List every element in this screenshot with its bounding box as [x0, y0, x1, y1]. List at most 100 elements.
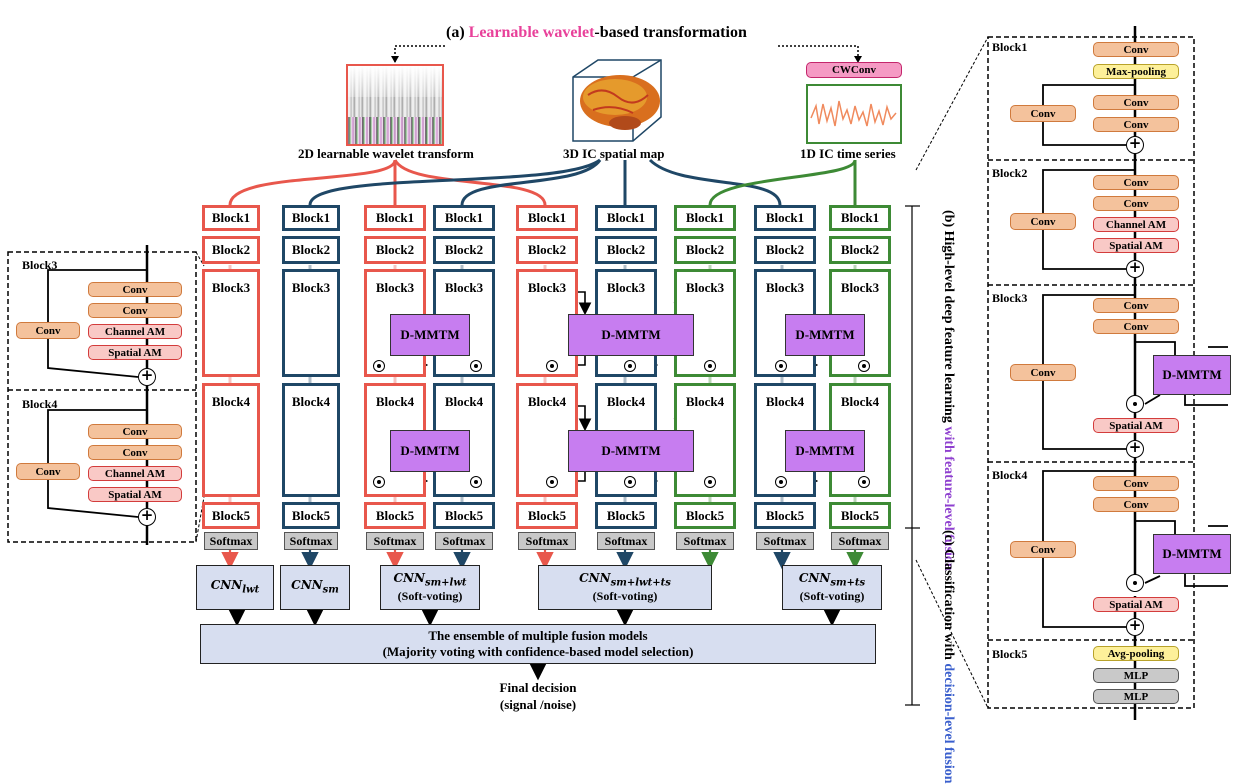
cnn-sm-ts-sub: sm+ts	[830, 576, 866, 588]
p3-sm-block1: Block1	[754, 205, 816, 231]
p3-sm-block5: Block5	[754, 502, 816, 529]
ensemble-box: The ensemble of multiple fusion models (…	[200, 624, 876, 664]
p1-sm-block1: Block1	[433, 205, 495, 231]
label-b-prefix: (b) High-level deep feature learning	[941, 210, 956, 423]
right-block5-label: Block5	[992, 647, 1028, 661]
mul-node	[704, 476, 716, 488]
p3-ts-block1: Block1	[829, 205, 891, 231]
left-b3-skip-conv: Conv	[16, 322, 80, 339]
right-b3-dmmtm: D-MMTM	[1153, 355, 1231, 395]
right-b4-conv2: Conv	[1093, 497, 1179, 512]
mul-node	[624, 360, 636, 372]
col-sm-block1: Block1	[282, 205, 340, 231]
right-b2-conv1: Conv	[1093, 175, 1179, 190]
ts-caption: 1D IC time series	[800, 146, 896, 161]
mul-node	[373, 360, 385, 372]
right-b2-skip-conv: Conv	[1010, 213, 1076, 230]
cnn-sm-lwt-ts-base: CNN	[579, 570, 611, 585]
p3-sm-block2: Block2	[754, 236, 816, 264]
col-lwt-block2: Block2	[202, 236, 260, 264]
p2-lwt-block5: Block5	[516, 502, 578, 529]
cnn-sm-lwt-note: (Soft-voting)	[397, 589, 463, 604]
final-line2: (signal /noise)	[499, 697, 577, 712]
label-c-prefix: (c) Classification with	[941, 530, 956, 660]
right-block1-label: Block1	[992, 40, 1028, 54]
p3-ts-block5: Block5	[829, 502, 891, 529]
right-b2-conv2: Conv	[1093, 196, 1179, 211]
p2-sm-softmax: Softmax	[597, 532, 655, 550]
left-b4-skip-conv: Conv	[16, 463, 80, 480]
mul-node	[546, 360, 558, 372]
title-prefix: (a)	[446, 24, 469, 41]
mul-node	[373, 476, 385, 488]
right-b1-skip-conv: Conv	[1010, 105, 1076, 122]
right-b5-mlp2: MLP	[1093, 689, 1179, 704]
label-b-suffix: with feature-level fusion	[941, 426, 956, 571]
p2-sm-block1: Block1	[595, 205, 657, 231]
right-block4-label: Block4	[992, 468, 1028, 482]
right-b3-spatial-am: Spatial AM	[1093, 418, 1179, 433]
title-highlight: Learnable wavelet	[468, 24, 595, 41]
right-b3-conv1: Conv	[1093, 298, 1179, 313]
col-lwt-block5: Block5	[202, 502, 260, 529]
label-c: (c) Classification with decision-level f…	[932, 530, 956, 784]
right-b2-spatial-am: Spatial AM	[1093, 238, 1179, 253]
right-b1-conv: Conv	[1093, 42, 1179, 57]
cnn-lwt-base: CNN	[210, 578, 243, 593]
cnn-sm-base: CNN	[291, 578, 323, 593]
p2-lwt-block1: Block1	[516, 205, 578, 231]
p1-dmmtm-2: D-MMTM	[390, 430, 470, 472]
right-b4-skip-conv: Conv	[1010, 541, 1076, 558]
right-b4-spatial-am: Spatial AM	[1093, 597, 1179, 612]
p2-ts-softmax: Softmax	[676, 532, 734, 550]
p2-lwt-softmax: Softmax	[518, 532, 576, 550]
cnn-sm-lwt-box: CNNsm+lwt (Soft-voting)	[380, 565, 480, 610]
mul-node	[704, 360, 716, 372]
cnn-sm-ts-note: (Soft-voting)	[799, 589, 865, 604]
right-b5-mlp1: MLP	[1093, 668, 1179, 683]
lwt-caption: 2D learnable wavelet transform	[298, 146, 474, 161]
left-b4-conv1: Conv	[88, 424, 182, 439]
p2-ts-block1: Block1	[674, 205, 736, 231]
right-b3-add: +	[1126, 440, 1144, 458]
wavelet-image	[346, 64, 444, 146]
p1-lwt-block1: Block1	[364, 205, 426, 231]
cnn-sm-lwt-ts-box: CNNsm+lwt+ts (Soft-voting)	[538, 565, 712, 610]
p2-lwt-block2: Block2	[516, 236, 578, 264]
right-b1-add: +	[1126, 136, 1144, 154]
final-line1: Final decision	[499, 680, 577, 695]
p2-lwt-block4: Block4	[516, 383, 578, 497]
mul-node	[775, 360, 787, 372]
p2-ts-block5: Block5	[674, 502, 736, 529]
left-block3-label: Block3	[22, 258, 58, 272]
col-sm-block3: Block3	[282, 269, 340, 377]
cnn-sm-lwt-ts-note: (Soft-voting)	[592, 589, 658, 604]
mul-node	[546, 476, 558, 488]
p2-sm-block5: Block5	[595, 502, 657, 529]
right-b3-conv2: Conv	[1093, 319, 1179, 334]
timeseries-image	[806, 84, 902, 144]
cnn-sm-lwt-ts-sub: sm+lwt+ts	[610, 576, 671, 588]
label-b: (b) High-level deep feature learning wit…	[932, 210, 956, 571]
cnn-sm-ts-base: CNN	[798, 570, 831, 585]
final-decision: Final decision (signal /noise)	[486, 679, 590, 713]
left-b4-add: +	[138, 508, 156, 526]
right-b4-dmmtm: D-MMTM	[1153, 534, 1231, 574]
col-sm-block2: Block2	[282, 236, 340, 264]
left-b3-conv2: Conv	[88, 303, 182, 318]
p1-lwt-softmax: Softmax	[366, 532, 424, 550]
left-b3-spatial-am: Spatial AM	[88, 345, 182, 360]
left-b4-conv2: Conv	[88, 445, 182, 460]
p2-sm-block2: Block2	[595, 236, 657, 264]
mul-node	[470, 360, 482, 372]
right-b2-channel-am: Channel AM	[1093, 217, 1179, 232]
title-suffix: -based transformation	[594, 24, 747, 41]
mul-node	[858, 476, 870, 488]
architecture-diagram: (a) Learnable wavelet-based transformati…	[7, 24, 1231, 784]
cnn-sm-ts-box: CNNsm+ts (Soft-voting)	[782, 565, 882, 610]
col-lwt-softmax: Softmax	[204, 532, 258, 550]
left-b4-spatial-am: Spatial AM	[88, 487, 182, 502]
left-b3-add: +	[138, 368, 156, 386]
p3-dmmtm-2: D-MMTM	[785, 430, 865, 472]
ensemble-line1: The ensemble of multiple fusion models	[428, 627, 648, 643]
